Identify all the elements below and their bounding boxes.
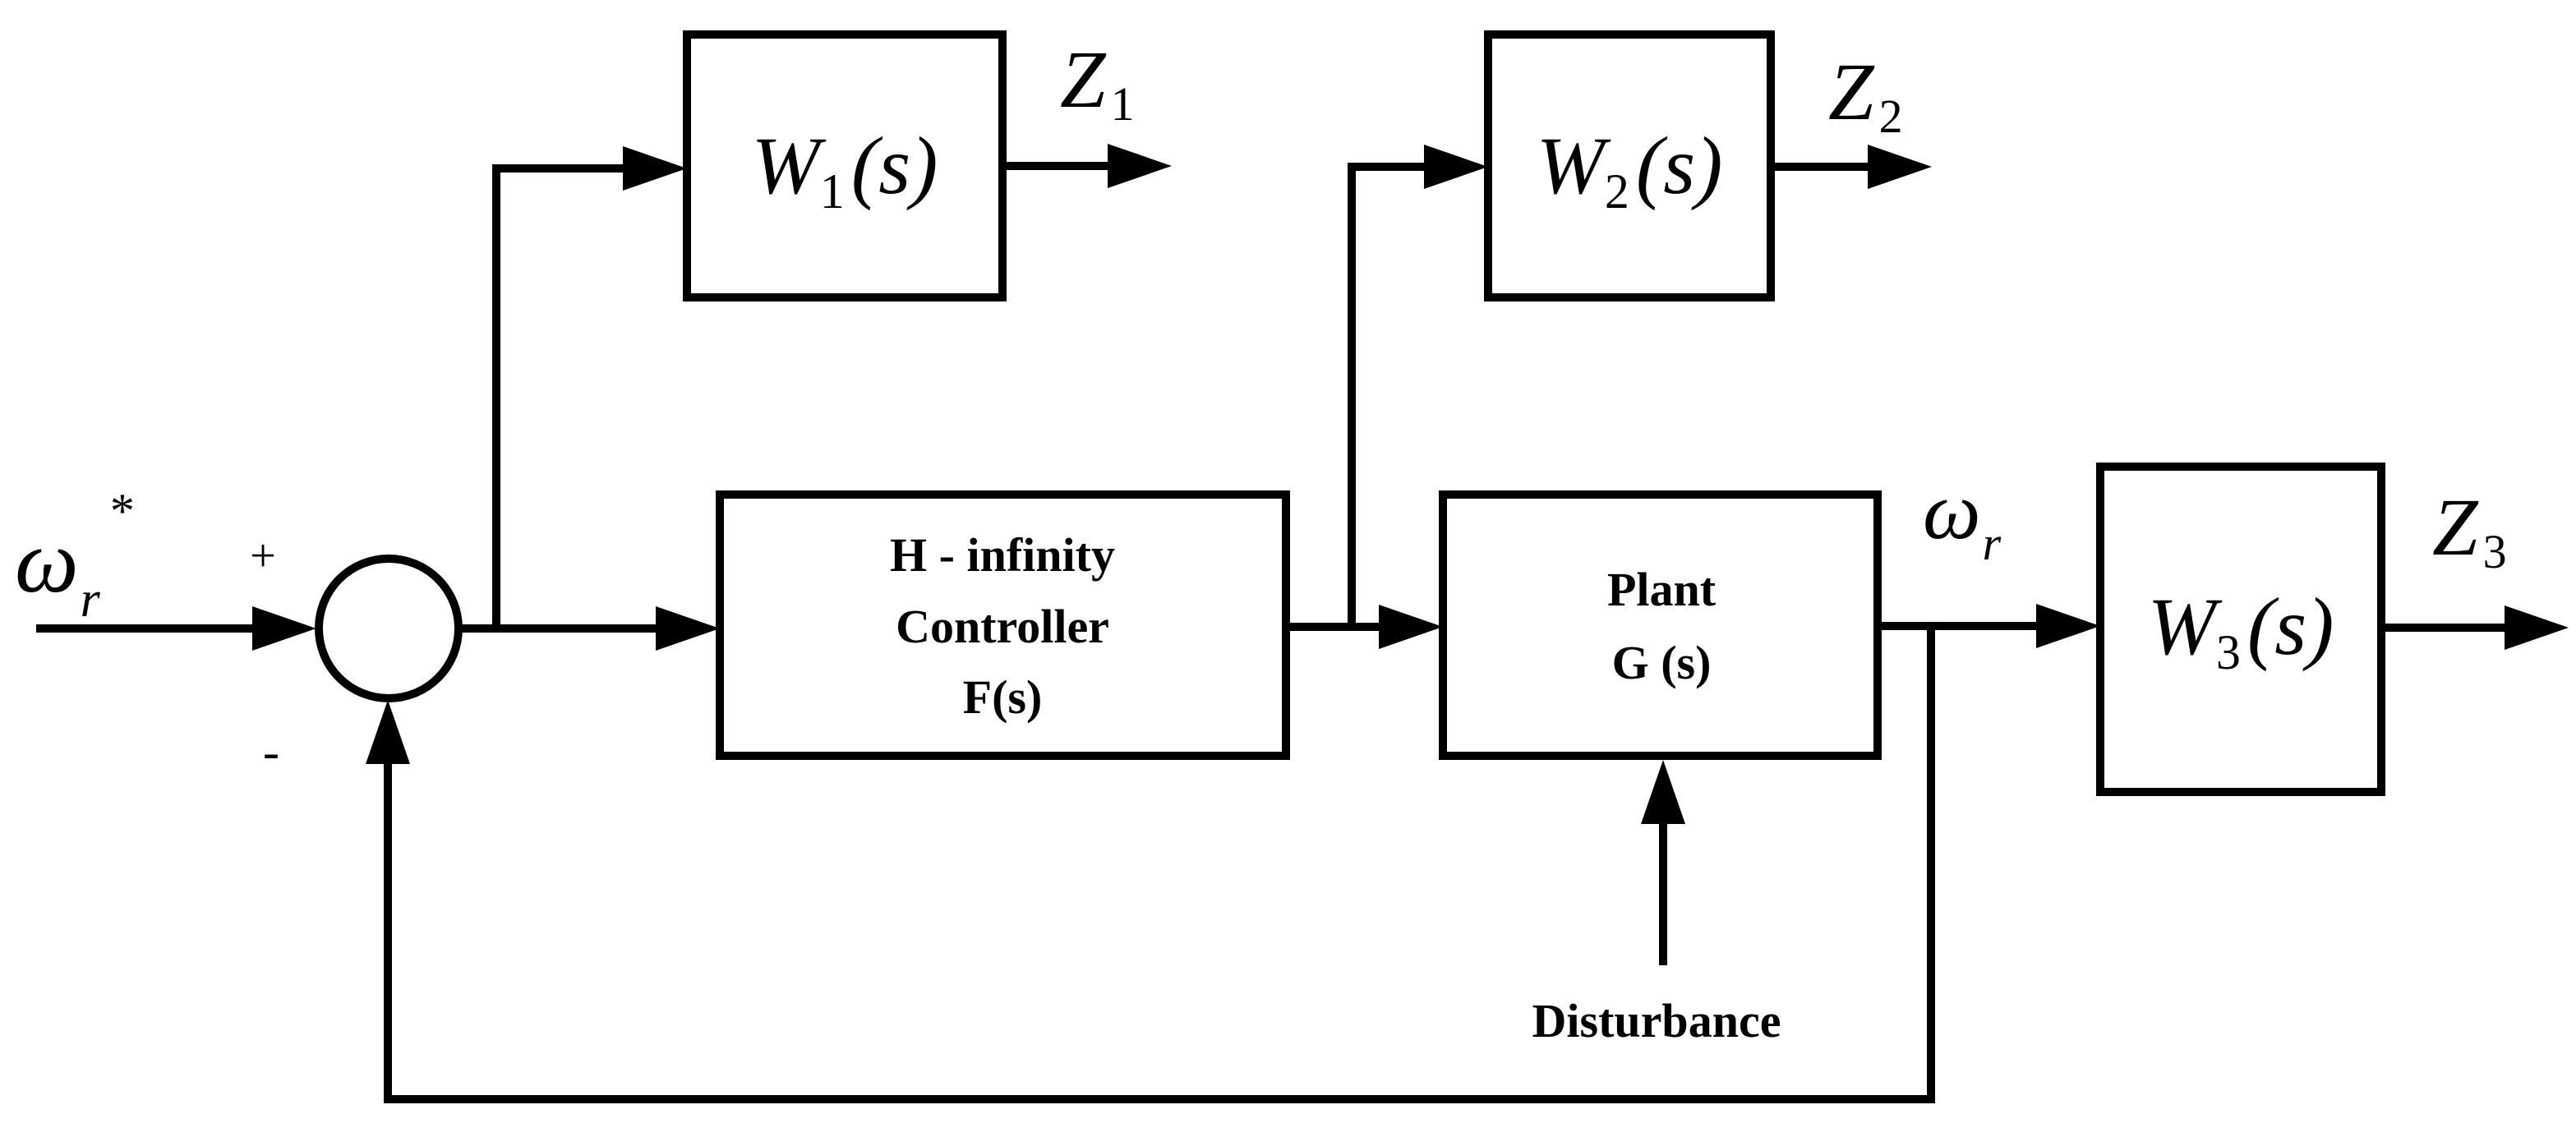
disturbance-label: Disturbance — [1532, 994, 1781, 1047]
reference-signal-label: ωr* — [15, 484, 135, 628]
plant-block — [1439, 490, 1882, 760]
error-arrowhead — [656, 606, 720, 651]
minus-sign: - — [263, 725, 279, 779]
w1-block — [683, 30, 1007, 302]
feedback-arrowhead — [366, 700, 410, 764]
disturbance-arrowhead — [1641, 760, 1685, 824]
w1-input-arrowhead — [623, 146, 687, 191]
w2-label: W2(s) — [1537, 120, 1723, 219]
w1-branch-wire — [492, 164, 633, 628]
output-arrowhead — [2036, 604, 2100, 648]
controller-block — [716, 490, 1290, 760]
w1-label: W1(s) — [752, 120, 938, 219]
plant-label-line1: Plant — [1607, 563, 1717, 616]
w3-block — [2096, 463, 2385, 796]
plus-sign: + — [250, 531, 276, 582]
w2-input-arrowhead — [1424, 145, 1488, 189]
w2-branch-wire — [1348, 163, 1434, 627]
controller-label-line2: Controller — [896, 600, 1109, 653]
w2-block — [1484, 30, 1775, 302]
w3-label: W3(s) — [2148, 581, 2334, 679]
summing-junction — [315, 555, 463, 702]
plant-label-line2: G (s) — [1612, 636, 1712, 689]
z2-arrowhead — [1868, 145, 1932, 189]
z1-arrowhead — [1108, 144, 1172, 188]
controller-label-line1: H - infinity — [890, 528, 1115, 582]
output-signal-label: ωr — [1923, 465, 2002, 570]
z3-arrowhead — [2505, 605, 2569, 650]
reference-input-arrowhead — [252, 606, 316, 651]
control-signal-arrowhead — [1379, 605, 1443, 649]
controller-label-line3: F(s) — [963, 670, 1043, 724]
feedback-wire — [384, 626, 1935, 1103]
